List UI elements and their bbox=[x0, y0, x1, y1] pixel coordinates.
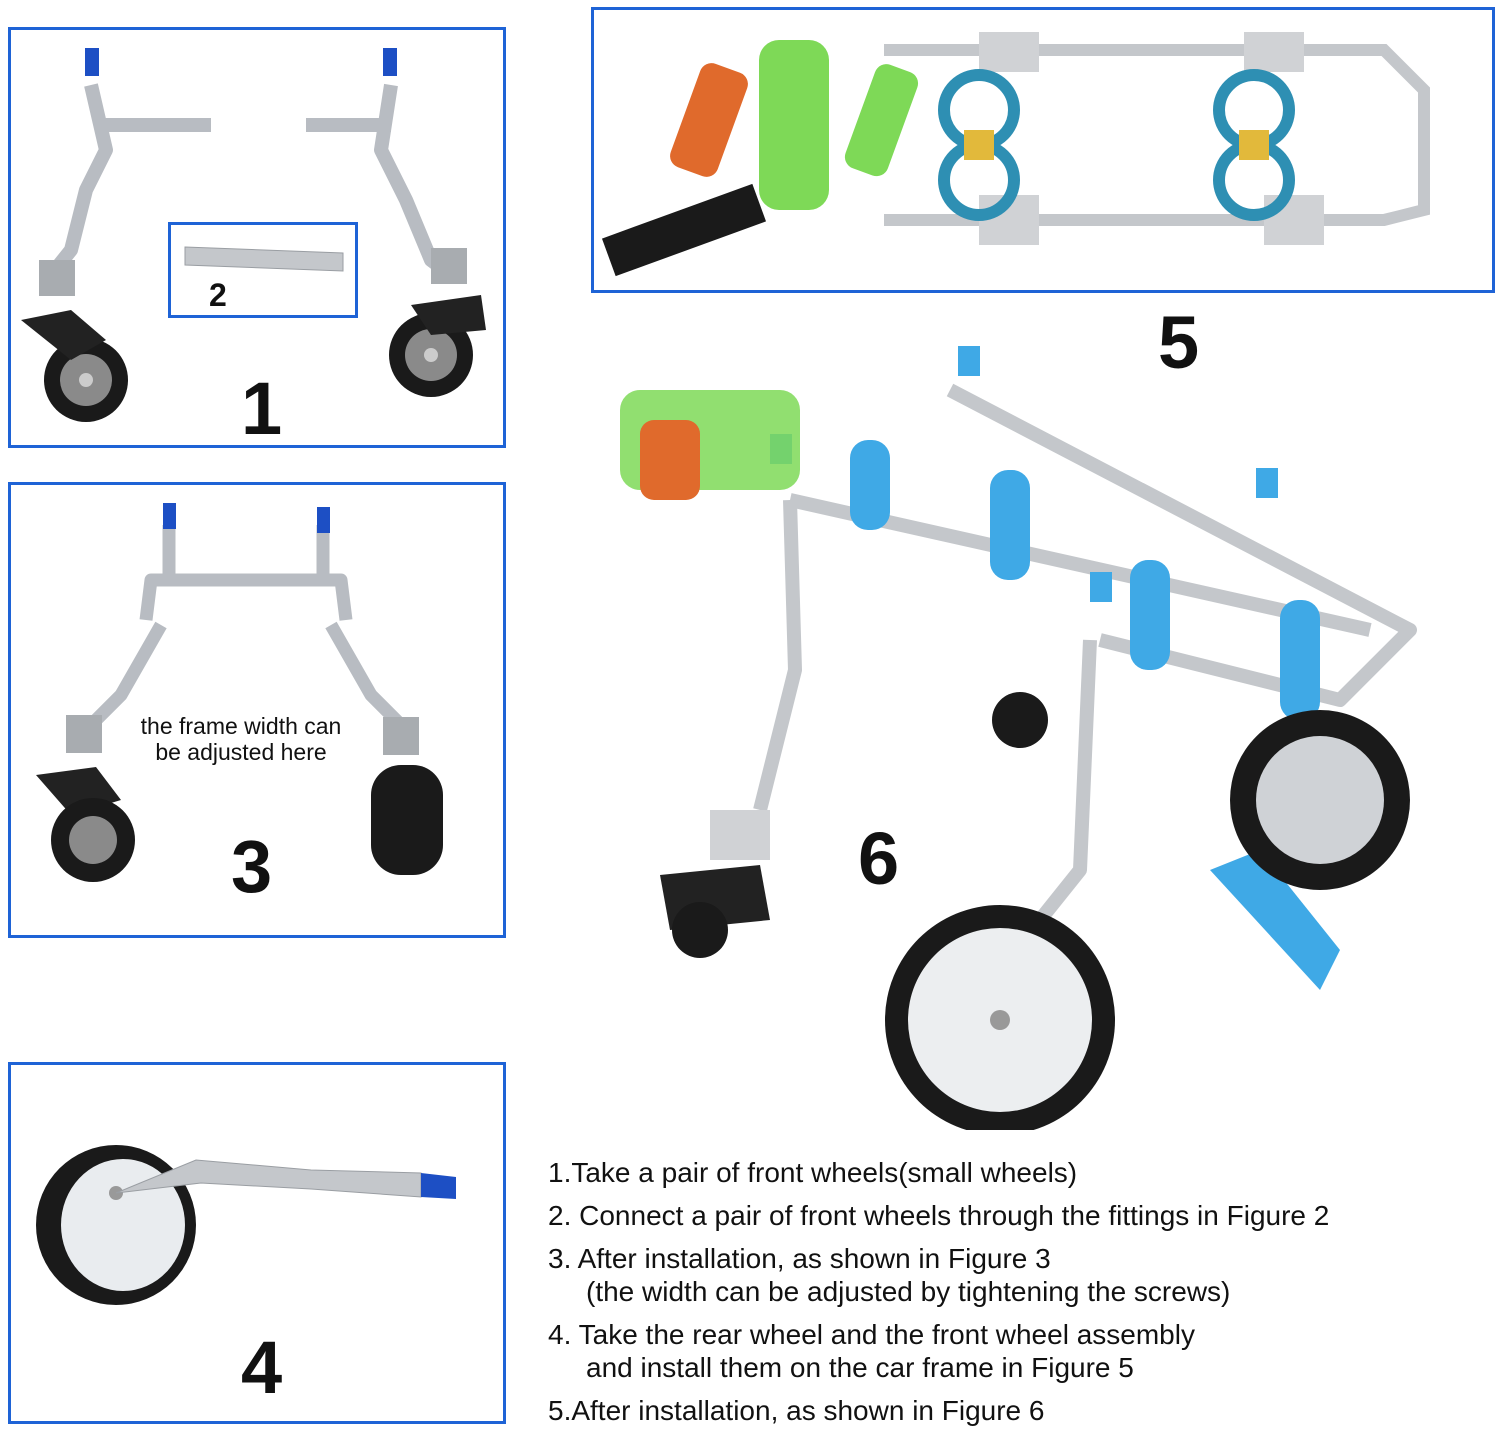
rear-wheel-illustration bbox=[36, 1145, 456, 1305]
figure-2-label: 2 bbox=[209, 277, 227, 313]
figure-5-panel bbox=[591, 7, 1495, 293]
figure-3-label: 3 bbox=[231, 825, 273, 908]
front-wheel-pair-illustration bbox=[21, 48, 486, 422]
instruction-step-2: 2. Connect a pair of front wheels throug… bbox=[548, 1200, 1330, 1231]
figure-5-label: 5 bbox=[1158, 301, 1200, 384]
figure-4-panel: 4 bbox=[8, 1062, 506, 1424]
figure-3-panel: the frame width can be adjusted here 3 bbox=[8, 482, 506, 938]
instruction-step-4: 4. Take the rear wheel and the front whe… bbox=[548, 1319, 1195, 1350]
instruction-step-5: 5.After installation, as shown in Figure… bbox=[548, 1395, 1045, 1426]
cart-frame-illustration bbox=[601, 32, 1430, 277]
instruction-step-1: 1.Take a pair of front wheels(small whee… bbox=[548, 1157, 1078, 1188]
figure-4-label: 4 bbox=[241, 1326, 283, 1409]
instruction-step-4-detail: and install them on the car frame in Fig… bbox=[586, 1352, 1134, 1383]
figure-1-label: 1 bbox=[241, 367, 283, 450]
frame-width-note-line-2: be adjusted here bbox=[155, 739, 327, 765]
instruction-step-3: 3. After installation, as shown in Figur… bbox=[548, 1243, 1051, 1274]
frame-width-note-line-1: the frame width can bbox=[140, 713, 342, 739]
instruction-step-3-detail: (the width can be adjusted by tightening… bbox=[586, 1276, 1231, 1307]
assembled-wheelchair-illustration bbox=[620, 346, 1417, 1130]
figure-6-label: 6 bbox=[858, 817, 900, 900]
figure-1-panel: 2 1 bbox=[8, 27, 506, 448]
installation-instructions: 1.Take a pair of front wheels(small whee… bbox=[548, 1156, 1329, 1427]
blue-end-cap-icon bbox=[85, 48, 99, 76]
connected-front-wheels-illustration bbox=[36, 503, 443, 882]
connector-fitting-illustration bbox=[184, 246, 344, 272]
figure-2-panel: 2 bbox=[168, 222, 358, 318]
frame-width-note: the frame width can be adjusted here bbox=[111, 713, 371, 765]
